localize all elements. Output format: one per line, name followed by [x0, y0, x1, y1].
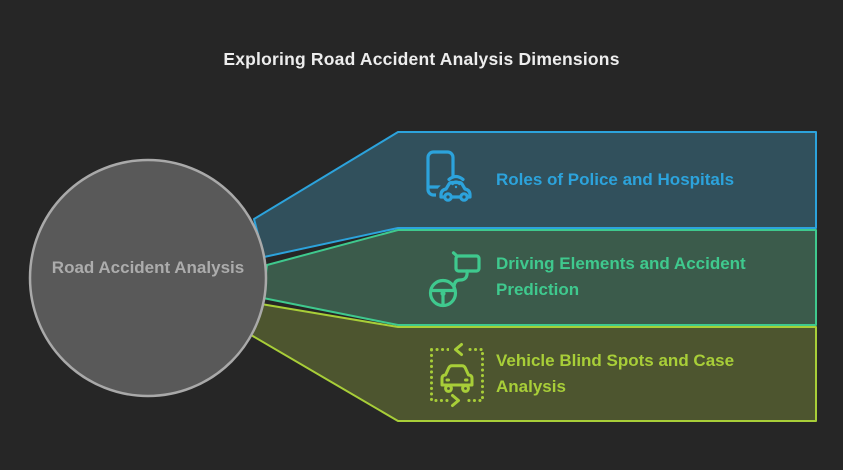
steering-wheel-mirror-icon [428, 251, 481, 308]
center-node-circle [28, 158, 268, 398]
vehicle-blind-spot-icon [430, 343, 484, 407]
diagram-title: Exploring Road Accident Analysis Dimensi… [223, 49, 620, 69]
branch-label-blind-spots: Vehicle Blind Spots and Case Analysis [496, 351, 735, 396]
branch-label-driving-elements: Driving Elements and Accident Prediction [496, 254, 746, 299]
branch-label-police-hospitals: Roles of Police and Hospitals [496, 170, 735, 189]
center-node-label: Road Accident Analysis [51, 258, 245, 277]
connected-car-phone-icon [426, 150, 475, 202]
